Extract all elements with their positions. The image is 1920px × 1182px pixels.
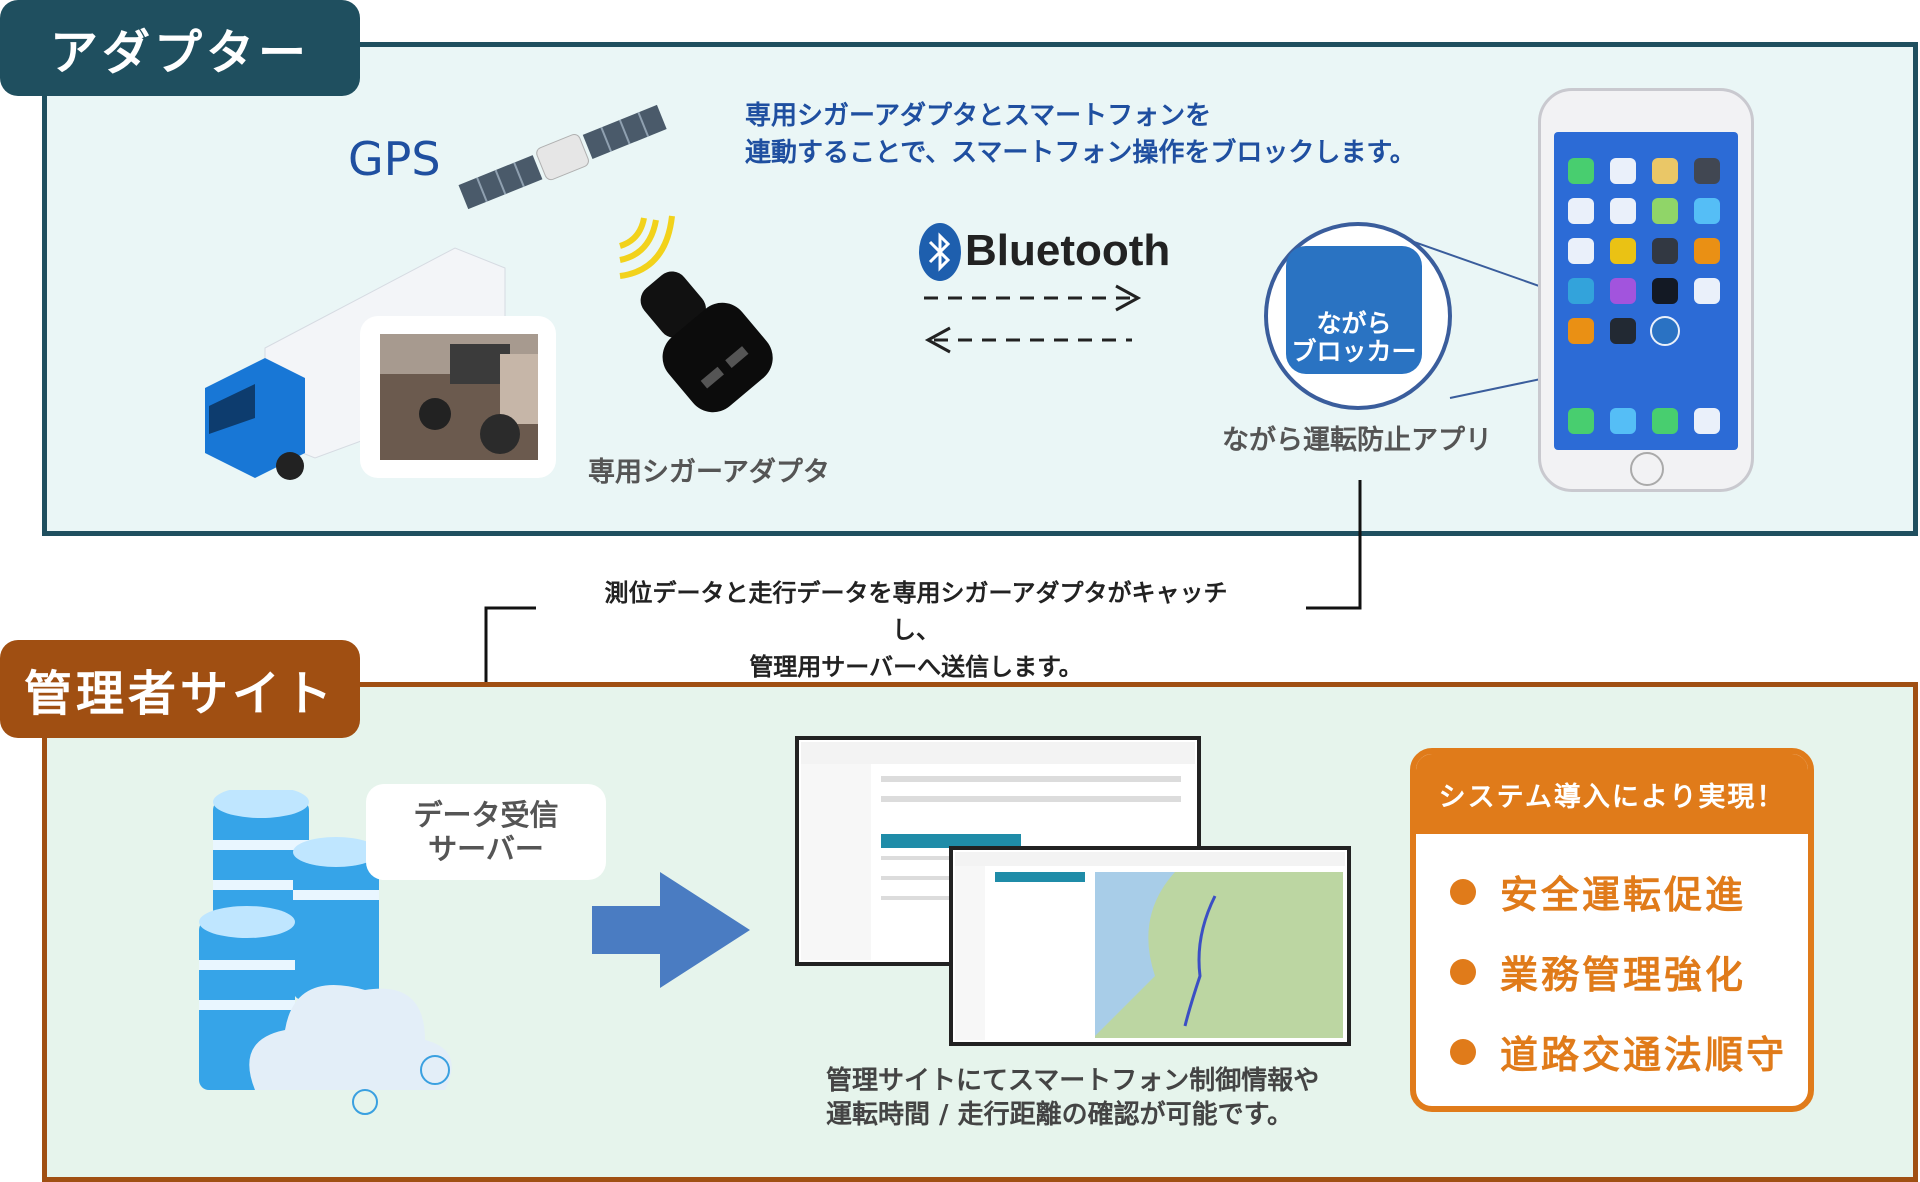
home-button [1630,452,1664,486]
app-logo: ながら ブロッカー [1286,246,1422,374]
result-item-label: 業務管理強化 [1500,953,1747,997]
adapter-description-line2: 連動することで、スマートフォン操作をブロックします。 [745,138,1416,168]
app-logo-line1: ながら [1316,309,1392,338]
cigar-adapter-icon [640,271,773,413]
bluetooth-label: Bluetooth [965,226,1171,275]
gps-label: GPS [348,132,441,186]
admin-site-screenshots [795,736,1351,1046]
flow-description: 測位データと走行データを専用シガーアダプタがキャッチし、 管理用サーバーへ送信し… [596,575,1236,686]
admin-site-description: 管理サイトにてスマートフォン制御情報や 運転時間 / 走行距離の確認が可能です。 [826,1064,1319,1132]
bullet-dot-icon [1450,958,1476,985]
car-interior-photo [380,334,538,460]
result-item: 業務管理強化 [1450,944,1746,999]
admin-tab: 管理者サイト [0,640,360,738]
results-box: システム導入により実現！ 安全運転促進 業務管理強化 道路交通法順守 [1410,748,1814,1112]
bullet-dot-icon [1450,1038,1476,1065]
result-item: 道路交通法順守 [1450,1024,1787,1079]
flow-description-line2: 管理用サーバーへ送信します。 [749,653,1083,681]
bullet-dot-icon [1450,878,1476,905]
app-icons-grid [1568,158,1720,434]
right-arrow-icon [592,872,750,988]
admin-site-description-line1: 管理サイトにてスマートフォン制御情報や [826,1066,1320,1096]
cigar-adapter-label: 専用シガーアダプタ [588,457,830,488]
server-label-line1: データ受信 [413,798,559,832]
bidirectional-arrows [924,284,1142,354]
adapter-description-line1: 専用シガーアダプタとスマートフォンを [745,101,1212,131]
server-label-line2: サーバー [428,832,544,866]
admin-site-description-line2: 運転時間 / 走行距離の確認が可能です。 [826,1100,1294,1130]
adapter-tab: アダプター [0,0,360,96]
result-item-label: 安全運転促進 [1500,873,1747,917]
bluetooth-icon [919,223,961,281]
app-logo-line2: ブロッカー [1291,337,1417,366]
result-item-label: 道路交通法順守 [1500,1033,1788,1077]
server-cloud-icon [199,790,452,1115]
app-label: ながら運転防止アプリ [1222,425,1492,456]
adapter-description: 専用シガーアダプタとスマートフォンを 連動することで、スマートフォン操作をブロッ… [745,98,1416,172]
signal-waves-icon [619,215,675,279]
results-heading: システム導入により実現！ [1416,754,1808,834]
server-label-card: データ受信 サーバー [366,784,606,880]
result-item: 安全運転促進 [1450,864,1746,919]
flow-description-line1: 測位データと走行データを専用シガーアダプタがキャッチし、 [604,579,1228,644]
satellite-icon [458,104,667,210]
